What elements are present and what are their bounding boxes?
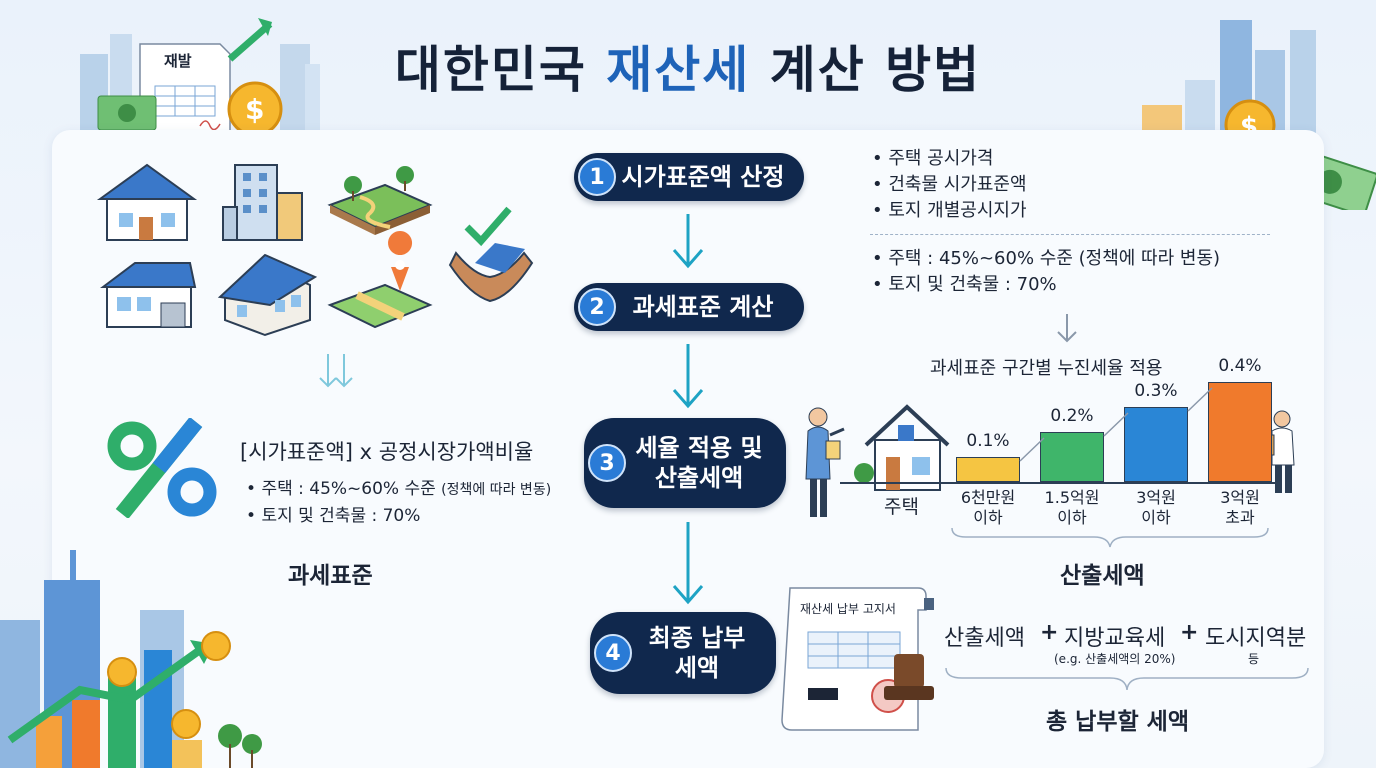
title-part1: 대한민국 <box>394 41 587 99</box>
bar-1 <box>956 457 1020 482</box>
step-arrow <box>1019 437 1045 462</box>
bar-3 <box>1124 407 1188 482</box>
final-plus-2: + <box>1180 620 1199 645</box>
x-tick-label: 3억원 초과 <box>1220 488 1260 527</box>
final-term-3: 도시지역분 <box>1205 626 1307 651</box>
down-arrow-icon <box>1057 314 1077 343</box>
property-icons <box>96 163 534 337</box>
apartment-building-icon <box>222 164 303 241</box>
final-result-label: 총 납부할 세액 <box>1046 709 1189 735</box>
chart-title: 과세표준 구간별 누진세율 적용 <box>930 358 1163 379</box>
formula-text: [시가표준액] x 공정시장가액비율 <box>240 440 534 464</box>
left-bullet-2: • 토지 및 건축물 : 70% <box>246 506 421 526</box>
right-bullet-1: 주택 공시가격 <box>872 146 1027 172</box>
final-term-2: 지방교육세 <box>1064 626 1166 651</box>
brace-bracket <box>951 527 1269 548</box>
bar-value-label: 0.4% <box>1218 356 1262 376</box>
growth-arrow-icon <box>227 18 273 62</box>
step-arrow <box>1187 387 1213 412</box>
doc-label: 재발 <box>164 52 192 70</box>
bar-chart: 0.1% 0.2% 0.3% 0.4% <box>940 356 1272 482</box>
down-arrow-icon <box>672 522 704 605</box>
chart-result-label: 산출세액 <box>1060 563 1145 589</box>
step-1-number: 1 <box>578 158 616 196</box>
page-title: 대한민국 재산세 계산 방법 <box>0 30 1376 102</box>
tax-notice-document-icon <box>781 587 934 731</box>
hand-check-icon <box>448 206 534 303</box>
step-4-number: 4 <box>594 634 632 672</box>
x-tick-label: 1.5억원 이하 <box>1044 488 1100 527</box>
right-bullet-2: 건축물 시가표준액 <box>872 172 1026 198</box>
land-plot-icon <box>327 166 433 235</box>
step-2-label: 과세표준 계산 <box>632 293 774 321</box>
house-icon <box>854 404 950 491</box>
townhouse-icon <box>217 253 318 337</box>
top-left-illustration: 재발 $ <box>80 18 320 134</box>
money-icon <box>97 95 157 131</box>
left-bullet-1: • 주택 : 45%~60% 수준 (정책에 따라 변동) <box>246 479 552 499</box>
city-growth-illustration <box>0 550 262 768</box>
step-3-pill: 3 세율 적용 및 산출세액 <box>584 418 786 508</box>
tax-notice-title: 재산세 납부 고지서 <box>800 602 896 616</box>
bar-value-label: 0.2% <box>1050 406 1094 426</box>
right-bullet-5: 토지 및 건축물 : 70% <box>872 272 1220 298</box>
step-arrow <box>1103 412 1129 437</box>
x-tick-label: 3억원 이하 <box>1136 488 1176 527</box>
step-3-number: 3 <box>588 444 626 482</box>
left-bullet-1-note: (정책에 따라 변동) <box>441 482 552 498</box>
title-accent: 재산세 <box>606 41 751 99</box>
coin-icon: $ <box>227 81 283 134</box>
right-bullet-4: 주택 : 45%~60% 수준 (정책에 따라 변동) <box>872 246 1220 272</box>
bar-value-label: 0.3% <box>1134 381 1178 401</box>
step-3-label: 세율 적용 및 산출세액 <box>635 434 763 492</box>
step-2-pill: 2 과세표준 계산 <box>574 283 804 331</box>
brace-bracket <box>945 667 1309 691</box>
title-part2: 계산 방법 <box>769 41 982 99</box>
step-arrows <box>1019 387 1213 462</box>
right-mid-bullets: 주택 : 45%~60% 수준 (정책에 따라 변동) 토지 및 건축물 : 7… <box>872 246 1220 298</box>
left-result-label: 과세표준 <box>288 563 373 589</box>
down-arrow-icon <box>672 214 704 269</box>
chart-lead-label: 주택 <box>884 496 919 518</box>
house-icon <box>96 163 198 241</box>
right-bullet-3: 토지 개별공시지가 <box>872 198 1026 224</box>
chart-illustration <box>805 404 950 517</box>
bar-4 <box>1208 382 1272 482</box>
double-down-arrow-icon <box>319 354 353 388</box>
left-bullet-1-text: 주택 : 45%~60% 수준 <box>261 479 436 499</box>
final-term-2-note: (e.g. 산출세액의 20%) <box>1054 652 1176 666</box>
bar-2 <box>1040 432 1104 482</box>
step-2-number: 2 <box>578 288 616 326</box>
x-tick-label: 6천만원 이하 <box>960 488 1016 527</box>
step-1-pill: 1 시가표준액 산정 <box>574 153 804 201</box>
chart-axis-line <box>840 482 1275 484</box>
step-4-label: 최종 납부 세액 <box>648 624 746 682</box>
document-icon <box>139 43 231 134</box>
divider <box>870 234 1270 235</box>
final-term-3-note: 등 <box>1248 652 1260 666</box>
map-pin-icon <box>327 231 433 329</box>
left-bullet-2-text: 토지 및 건축물 : 70% <box>261 506 421 526</box>
step-1-label: 시가표준액 산정 <box>621 163 785 191</box>
step-4-pill: 4 최종 납부 세액 <box>590 612 776 694</box>
bar-value-label: 0.1% <box>966 431 1010 451</box>
final-term-1: 산출세액 <box>944 626 1025 651</box>
right-top-bullets: 주택 공시가격 건축물 시가표준액 토지 개별공시지가 <box>872 146 1027 224</box>
modern-house-icon <box>100 262 197 328</box>
down-arrow-icon <box>672 344 704 409</box>
final-plus-1: + <box>1040 620 1059 645</box>
svg-text:$: $ <box>245 93 264 126</box>
person-with-clipboard-icon <box>805 407 845 517</box>
percent-icon <box>107 418 217 518</box>
